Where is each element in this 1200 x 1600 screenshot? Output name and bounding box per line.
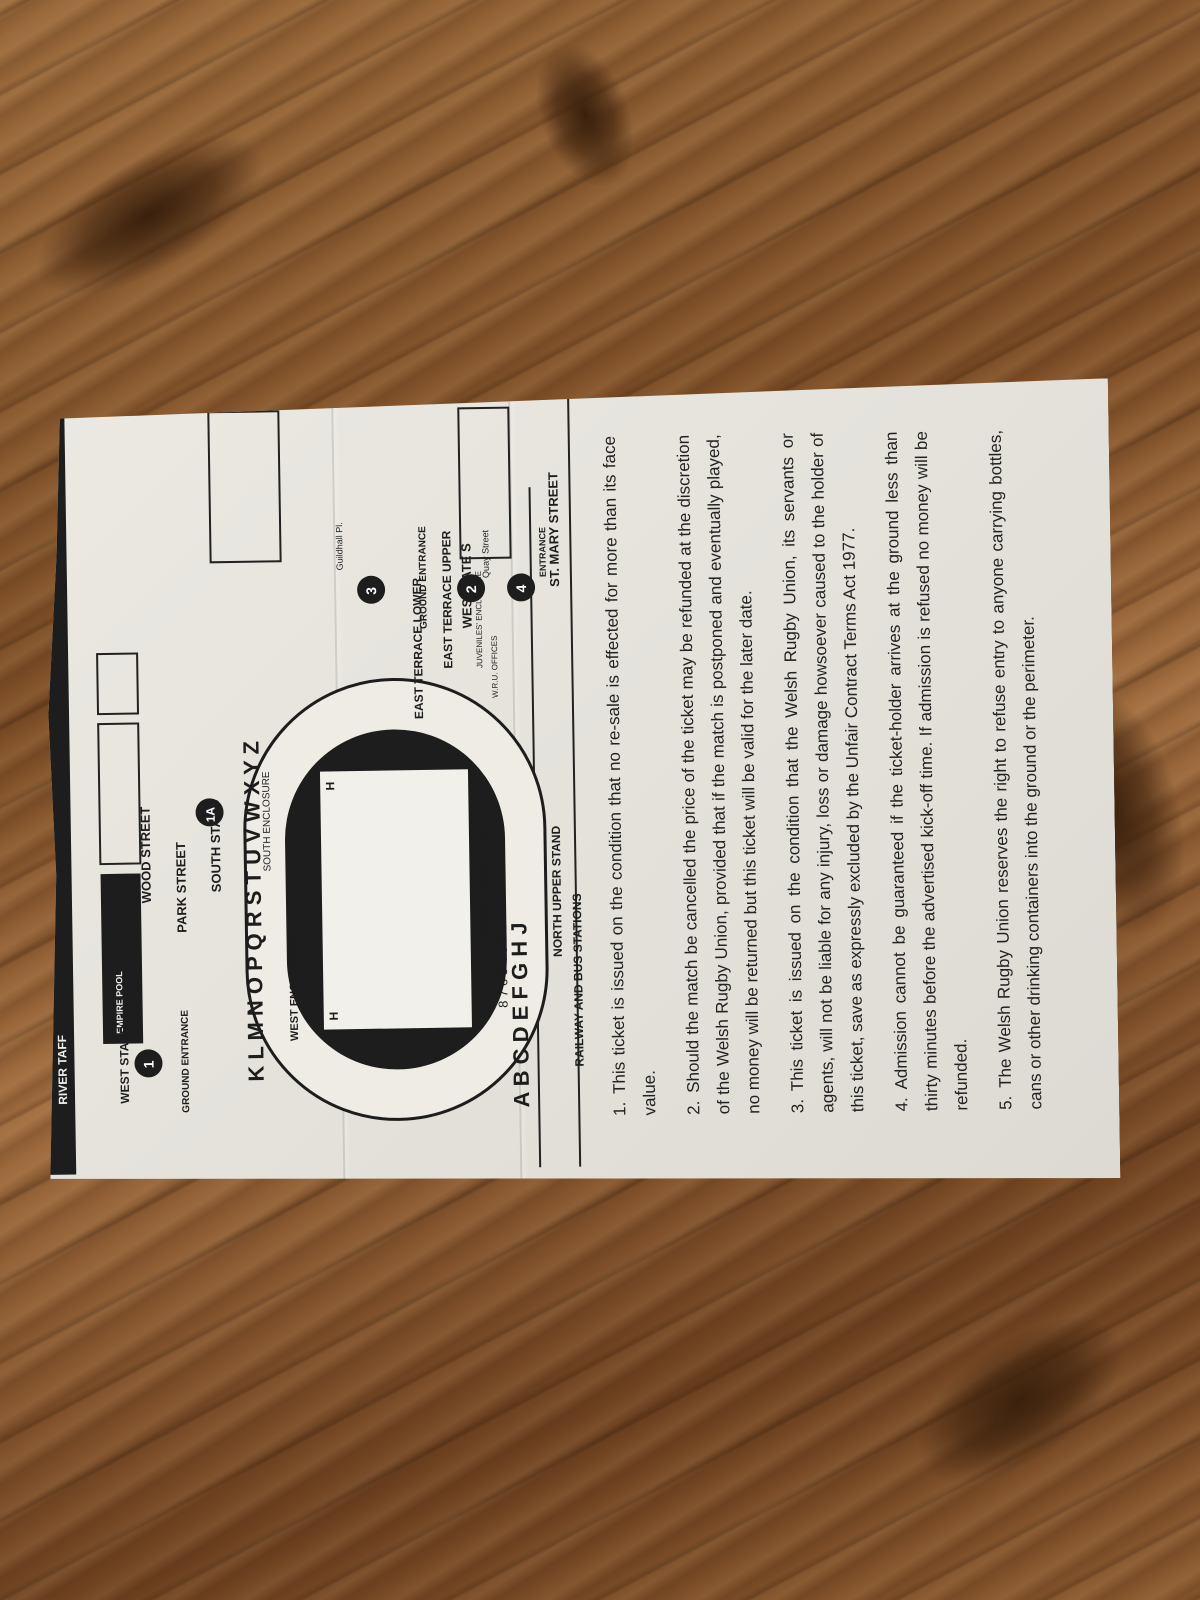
entrance-1-label: GROUND ENTRANCE: [180, 1010, 193, 1113]
west-stand-label: WEST STAND: [117, 1025, 132, 1104]
stadium-map-drawing: RIVER TAFF ST. MARY STREET WESTGATE S Qu…: [38, 387, 590, 1195]
wru-offices-label: W.R.U. OFFICES: [490, 636, 500, 698]
entrance-3-icon: [357, 576, 385, 604]
condition-number: 2.: [684, 1100, 704, 1115]
east-terrace-lower-label: EAST TERRACE LOWER: [410, 577, 426, 719]
north-lower-stand-label: NORTH LOWER STAND: [477, 826, 490, 938]
condition-text: This ticket is issued on the condition t…: [777, 432, 868, 1113]
condition-item: 5.The Welsh Rugby Union reserves the rig…: [981, 429, 1052, 1110]
condition-number: 3.: [788, 1098, 808, 1114]
entrance-1a-number: 1A: [203, 807, 217, 823]
entrance-2-icon: [457, 574, 485, 602]
condition-item: 3.This ticket is issued on the condition…: [773, 432, 874, 1113]
building-block: [458, 408, 510, 559]
juveniles-enclosure-label: JUVENILES' ENCLOSURE: [474, 571, 485, 668]
h-post-icon: H: [323, 782, 337, 791]
entrance-1-number: 1: [140, 1060, 156, 1068]
entrance-1a-icon: [195, 798, 223, 826]
entrance-2-number: 2: [463, 585, 479, 593]
west-enclosure-label: WEST ENCLOSURE: [288, 937, 302, 1041]
ticket-conditions: 1.This ticket is issued on the condition…: [595, 429, 1066, 1116]
condition-text: Admission cannot be guaranteed if the ti…: [881, 430, 972, 1112]
ticket-content: RIVER TAFF ST. MARY STREET WESTGATE S Qu…: [38, 378, 1120, 1195]
empire-pool-label: EMPIRE POOL: [114, 971, 125, 1034]
section-letters-north: A B C D E F G H J: [506, 922, 534, 1107]
entrance-2-label: GROUND ENTRANCE: [417, 526, 430, 629]
river-taff-label: RIVER TAFF: [55, 1035, 70, 1105]
building-block: [97, 653, 138, 714]
condition-item: 1.This ticket is issued on the condition…: [595, 435, 666, 1116]
st-mary-street-label: ST. MARY STREET: [545, 472, 562, 587]
condition-item: 2.Should the match be cancelled the pric…: [669, 434, 770, 1115]
quay-street-label: Quay Street: [480, 529, 491, 578]
h-post-icon: H: [327, 1012, 341, 1021]
section-numbers: 8 7 6 5 4 3 2 1: [494, 925, 510, 1008]
stadium-map: RIVER TAFF ST. MARY STREET WESTGATE S Qu…: [38, 387, 590, 1195]
guildhall-label: Guildhall Pl.: [334, 522, 345, 570]
condition-text: The Welsh Rugby Union reserves the right…: [985, 429, 1046, 1110]
entrance-3-number: 3: [363, 587, 379, 595]
building-block: [208, 411, 280, 562]
rugby-match-ticket: RIVER TAFF ST. MARY STREET WESTGATE S Qu…: [38, 378, 1120, 1195]
north-upper-stand-label: NORTH UPPER STAND: [549, 825, 565, 957]
street-line: [568, 397, 580, 1167]
wood-street-label: WOOD STREET: [137, 806, 154, 903]
entrance-1-icon: [134, 1049, 162, 1077]
entrance-4-label: ENTRANCE: [537, 527, 548, 577]
condition-number: 5.: [996, 1095, 1016, 1111]
condition-item: 4.Admission cannot be guaranteed if the …: [877, 430, 978, 1111]
park-street-label: PARK STREET: [173, 842, 189, 933]
condition-number: 1.: [610, 1101, 630, 1117]
south-enclosure-label: SOUTH ENCLOSURE: [261, 771, 274, 872]
east-terrace-upper-label: EAST TERRACE UPPER: [439, 530, 455, 669]
condition-number: 4.: [892, 1097, 912, 1112]
condition-text: Should the match be cancelled the price …: [673, 434, 764, 1115]
entrance-4-icon: [507, 573, 535, 601]
rugby-pitch: [319, 768, 473, 1030]
condition-text: This ticket is issued on the condition t…: [599, 435, 660, 1116]
section-letters-south: K L M N O P Q R S T U V W X Y Z: [238, 741, 268, 1082]
building-block: [98, 723, 140, 864]
railway-bus-stations-label: RAILWAY AND BUS STATIONS: [570, 893, 587, 1066]
entrance-4-number: 4: [513, 584, 529, 592]
empire-pool-block: [101, 873, 144, 1044]
